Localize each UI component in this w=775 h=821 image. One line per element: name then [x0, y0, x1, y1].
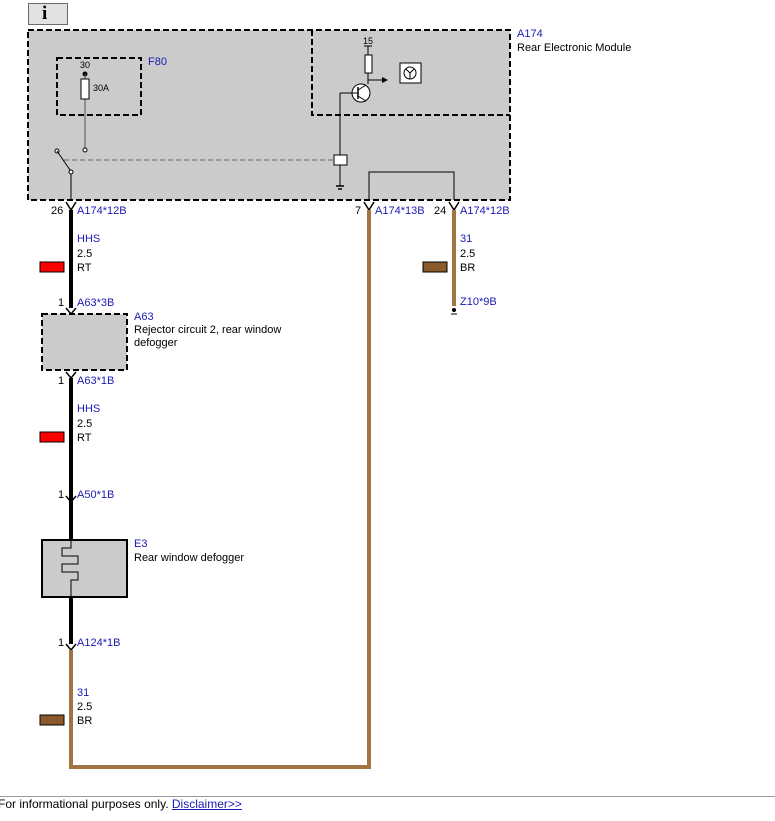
heater-element-symbol	[61, 540, 79, 597]
wire1-color: RT	[77, 262, 92, 274]
pin-24: 24	[434, 205, 446, 217]
wire1-size: 2.5	[77, 248, 92, 260]
component-a63-id[interactable]: A63	[134, 311, 154, 323]
component-e3-name: Rear window defogger	[134, 552, 244, 564]
fuse-id[interactable]: F80	[148, 56, 167, 68]
pin-a50-1b: 1	[58, 489, 64, 501]
wire3-size: 2.5	[77, 418, 92, 430]
wire3-color: RT	[77, 432, 92, 444]
fuse-symbol	[80, 78, 90, 100]
component-a63-box	[41, 313, 128, 371]
swatch-rt-2	[39, 431, 65, 443]
wire3-code[interactable]: HHS	[77, 403, 100, 415]
pin-a124-1b: 1	[58, 637, 64, 649]
module-id[interactable]: A174	[517, 28, 543, 40]
wire2-code[interactable]: 31	[460, 233, 472, 245]
swatch-br-2	[39, 714, 65, 726]
connector-a50-1b[interactable]: A50*1B	[77, 489, 114, 501]
terminal-15-label: 15	[363, 36, 373, 46]
fuse-rating: 30A	[93, 83, 109, 93]
connector-a63-1b[interactable]: A63*1B	[77, 375, 114, 387]
component-a63-name-2: defogger	[134, 337, 178, 349]
relay-coil	[333, 154, 348, 166]
internal-bridge	[368, 171, 455, 200]
wire-31-loop	[69, 210, 371, 769]
info-icon: i	[42, 3, 48, 24]
ground-z10	[452, 308, 456, 312]
connector-z10-9b[interactable]: Z10*9B	[460, 296, 497, 308]
footer-divider	[0, 796, 775, 797]
component-a63-name-1: Rejector circuit 2, rear window	[134, 324, 281, 336]
footer-note: For informational purposes only. Disclai…	[0, 797, 242, 811]
wire2-color: BR	[460, 262, 475, 274]
info-button[interactable]: i	[28, 3, 68, 25]
pin-a63-3b: 1	[58, 297, 64, 309]
disclaimer-link[interactable]: Disclaimer>>	[171, 797, 242, 811]
pin-a63-1b: 1	[58, 375, 64, 387]
wire4-code[interactable]: 31	[77, 687, 89, 699]
connector-a124-1b[interactable]: A124*1B	[77, 637, 120, 649]
switch-contact	[56, 150, 71, 171]
component-e3-id[interactable]: E3	[134, 538, 147, 550]
component-e3-box	[41, 539, 128, 598]
footer: For informational purposes only. Disclai…	[0, 796, 775, 821]
wire2-size: 2.5	[460, 248, 475, 260]
fuse-f80-box	[56, 57, 142, 116]
fuse-terminal-label: 30	[80, 60, 90, 70]
wiring-diagram: A174 Rear Electronic Module F80 30 30A 1…	[27, 28, 631, 769]
connector-a63-3b[interactable]: A63*3B	[77, 297, 114, 309]
pin-7: 7	[355, 205, 361, 217]
swatch-br-1	[422, 261, 448, 273]
swatch-rt-1	[39, 261, 65, 273]
module-name: Rear Electronic Module	[517, 42, 631, 54]
connector-a174-13b[interactable]: A174*13B	[375, 205, 425, 217]
wire1-code[interactable]: HHS	[77, 233, 100, 245]
connector-a174-12b-left[interactable]: A174*12B	[77, 205, 127, 217]
wire4-color: BR	[77, 715, 92, 727]
pin-26: 26	[51, 205, 63, 217]
wire4-size: 2.5	[77, 701, 92, 713]
connector-a174-12b-right[interactable]: A174*12B	[460, 205, 510, 217]
footer-text: For informational purposes only.	[0, 797, 169, 811]
module-a174-subbox	[311, 30, 510, 116]
